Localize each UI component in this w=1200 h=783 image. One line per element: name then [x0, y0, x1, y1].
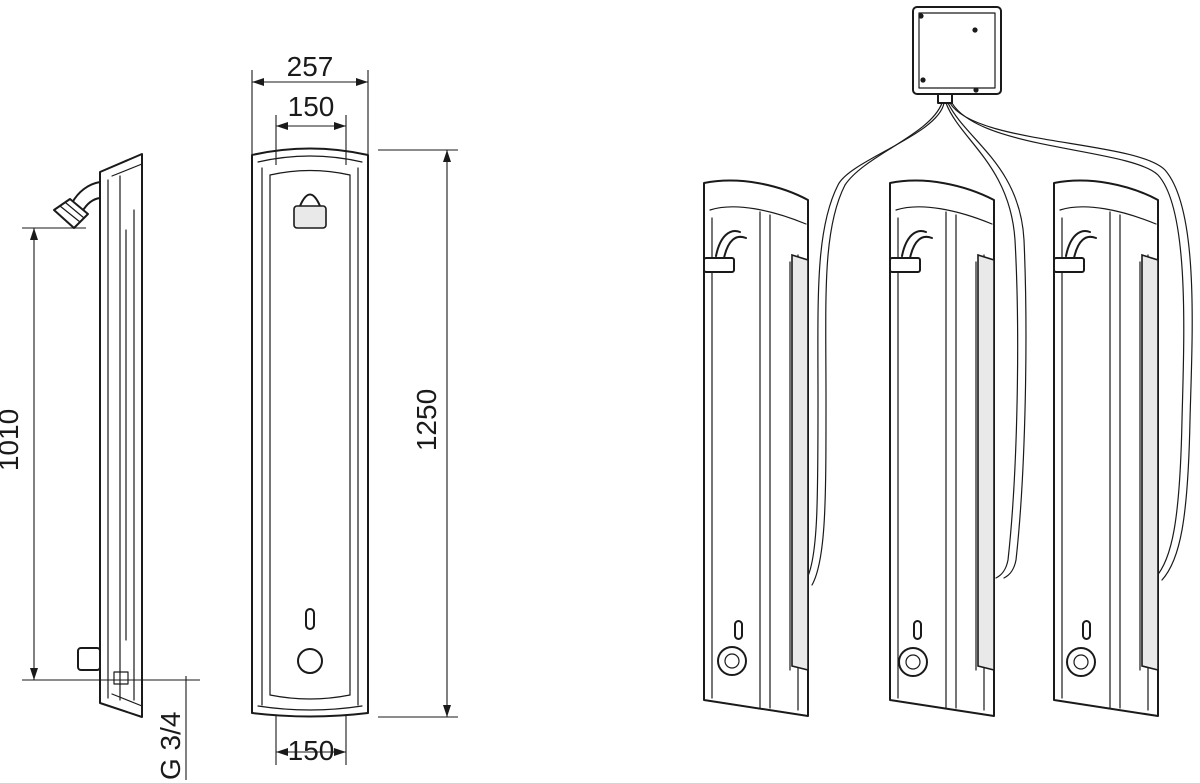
iso-2-push-button-icon — [898, 647, 928, 677]
connection-label: G 3/4 — [155, 712, 186, 780]
iso-1-shower-head-icon — [703, 230, 747, 273]
dimension-g34: G 3/4 — [155, 676, 187, 780]
iso-1-led-indicator-icon — [734, 620, 743, 640]
iso-3-push-button-icon — [1066, 647, 1096, 677]
control-box-icon — [912, 6, 1002, 104]
cables — [805, 102, 1193, 586]
dimension-150-bottom: 150 — [275, 715, 347, 766]
dimension-1250: 1250 — [378, 149, 458, 718]
front-view — [251, 147, 369, 718]
side-valve-icon — [77, 647, 129, 685]
dimension-label-257: 257 — [287, 51, 334, 82]
dimension-1010: 1010 — [0, 227, 200, 681]
dimension-label-1250: 1250 — [411, 389, 442, 451]
dimension-label-150-bottom: 150 — [288, 735, 335, 766]
dimension-150-top: 150 — [275, 91, 347, 165]
dimension-257: 257 — [251, 51, 369, 156]
front-shower-head-icon — [293, 193, 327, 229]
iso-unit-3 — [1053, 179, 1159, 717]
iso-2-led-indicator-icon — [913, 620, 922, 640]
dimension-label-1010: 1010 — [0, 409, 24, 471]
side-view — [53, 153, 143, 718]
iso-3-shower-head-icon — [1053, 230, 1097, 273]
iso-unit-2 — [889, 179, 995, 717]
side-shower-head-icon — [53, 181, 101, 229]
iso-1-push-button-icon — [717, 646, 747, 676]
push-button-icon — [297, 648, 323, 674]
led-indicator-icon — [305, 608, 315, 630]
iso-unit-1 — [703, 179, 809, 717]
dimension-label-150-top: 150 — [288, 91, 335, 122]
iso-2-shower-head-icon — [889, 230, 933, 273]
iso-3-led-indicator-icon — [1082, 620, 1091, 640]
